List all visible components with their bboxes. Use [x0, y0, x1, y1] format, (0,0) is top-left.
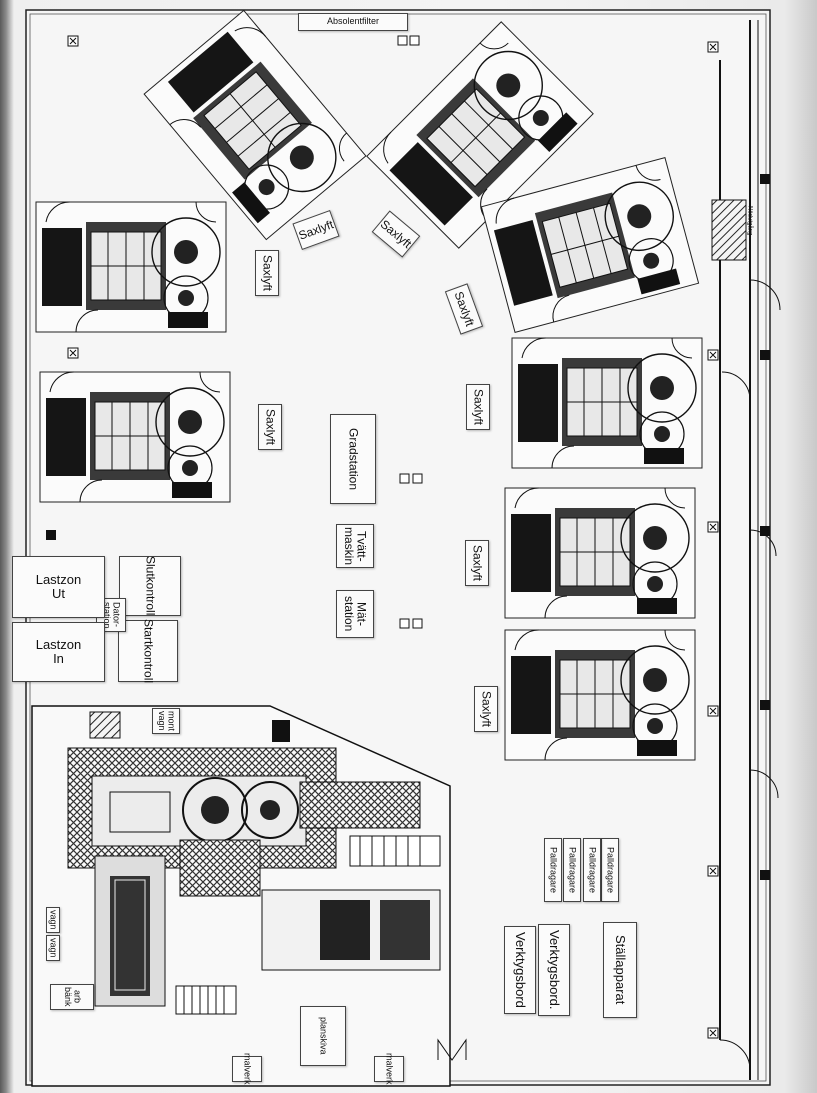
palldragare-label-2: Palldragare: [583, 838, 601, 902]
malverk-label-1: malverk: [232, 1053, 262, 1085]
matstation-label: Mät- station: [336, 590, 374, 638]
stallapparat-label: Ställapparat: [603, 922, 637, 1018]
lastzon-in-label: Lastzon In: [12, 622, 105, 682]
absolute-filter-label: Absolentfilter: [298, 13, 408, 31]
verktygsbord-label-1: Verktygsbord: [504, 926, 536, 1014]
malverk-label-2: malverk: [374, 1053, 404, 1085]
machine-right-3: [504, 629, 696, 761]
slutkontroll-label: Slutkontroll: [119, 556, 181, 616]
mont-vagn-label: mont vagn: [152, 708, 180, 734]
saxlyft-label-7: Saxlyft: [465, 540, 489, 586]
verktygsbord-label-2: Verktygsbord.: [538, 924, 570, 1016]
machine-left-1: [35, 201, 227, 333]
machine-right-1: [511, 337, 703, 469]
staircase: [711, 199, 747, 261]
saxlyft-label-5: Saxlyft: [258, 404, 282, 450]
lastzon-ut-label: Lastzon Ut: [12, 556, 105, 618]
machine-right-2: [504, 487, 696, 619]
gradstation-label: Gradstation: [330, 414, 376, 504]
nodutgang-label: Nödutgång: [746, 206, 753, 236]
planskiva-label: planskiva: [300, 1006, 346, 1066]
arb-bank-label: arb bänk: [50, 984, 94, 1010]
palldragare-label-3: Palldragare: [563, 838, 581, 902]
palldragare-label-1: Palldragare: [601, 838, 619, 902]
vagn-label-2: vagn: [46, 935, 60, 961]
saxlyft-label-3: Saxlyft: [255, 250, 279, 296]
machine-left-2: [39, 371, 231, 503]
startkontroll-label: Startkontroll: [118, 619, 178, 683]
saxlyft-label-6: Saxlyft: [466, 384, 490, 430]
saxlyft-label-8: Saxlyft: [474, 686, 498, 732]
production-cell: [31, 705, 467, 1087]
palldragare-label-4: Palldragare: [544, 838, 562, 902]
vagn-label-1: vagn: [46, 907, 60, 933]
tvattmaskin-label: Tvätt- maskin: [336, 524, 374, 568]
